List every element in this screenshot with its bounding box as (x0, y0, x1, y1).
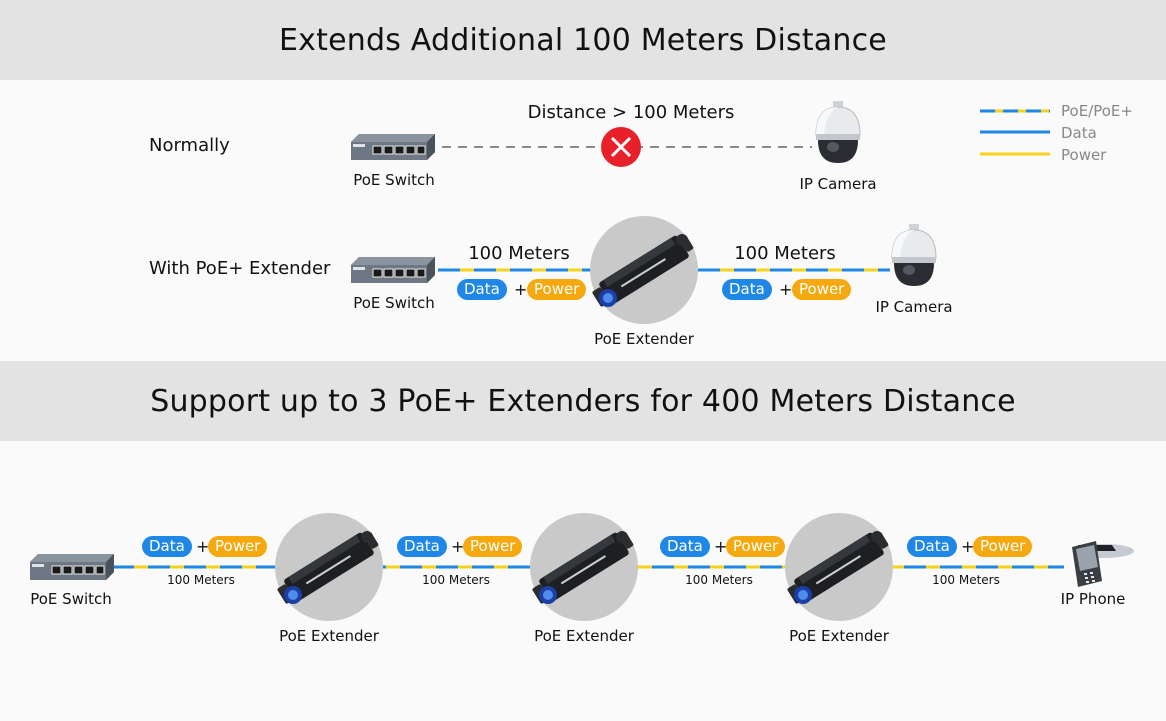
section-header-top: Extends Additional 100 Meters Distance (0, 0, 1166, 80)
normally-row-graphics (350, 100, 861, 167)
poe-switch-icon (29, 553, 115, 581)
row-label-normally: Normally (149, 135, 230, 156)
ip-camera-caption: IP Camera (799, 175, 877, 193)
poe-extender-caption: PoE Extender (534, 627, 634, 645)
power-pill: Power (973, 536, 1033, 557)
section-title-bottom: Support up to 3 PoE+ Extenders for 400 M… (150, 383, 1016, 419)
poe-extender-caption: PoE Extender (594, 330, 694, 348)
section-header-bottom: Support up to 3 PoE+ Extenders for 400 M… (0, 361, 1166, 441)
data-pill: Data (722, 279, 772, 300)
legend-power: Power (1061, 146, 1107, 164)
data-pill: Data (397, 536, 447, 557)
segment-length-caption: 100 Meters (932, 573, 1000, 587)
poe-switch-icon (350, 256, 436, 284)
poe-extender-caption: PoE Extender (789, 627, 889, 645)
legend-lines (980, 109, 1050, 156)
plus-sign: + (514, 280, 528, 299)
poe-extender-icon (588, 215, 699, 325)
segment-length-caption: 100 Meters (734, 243, 836, 264)
segment-length-caption: 100 Meters (422, 573, 490, 587)
plus-sign: + (196, 537, 210, 556)
plus-sign: + (961, 537, 975, 556)
poe-switch-caption: PoE Switch (30, 590, 112, 608)
power-pill: Power (463, 536, 523, 557)
legend-poe: PoE/PoE+ (1061, 102, 1133, 120)
data-pill: Data (660, 536, 710, 557)
ip-camera-icon (815, 100, 861, 164)
plus-sign: + (451, 537, 465, 556)
chain-graphics (29, 512, 1134, 622)
plus-sign: + (714, 537, 728, 556)
data-pill: Data (907, 536, 957, 557)
data-pill: Data (457, 279, 507, 300)
panel-top (0, 80, 1166, 361)
section-title-top: Extends Additional 100 Meters Distance (279, 22, 887, 58)
ip-phone-caption: IP Phone (1060, 590, 1126, 608)
distance-caption: Distance > 100 Meters (527, 102, 735, 123)
power-pill: Power (208, 536, 268, 557)
poe-extender-icon (783, 512, 894, 622)
power-pill: Power (726, 536, 786, 557)
legend-data: Data (1061, 124, 1097, 142)
poe-switch-icon (350, 133, 436, 161)
segment-length-caption: 100 Meters (167, 573, 235, 587)
poe-extender-icon (273, 512, 384, 622)
data-pill: Data (142, 536, 192, 557)
ip-camera-icon (891, 223, 937, 287)
error-x-icon (601, 127, 641, 167)
poe-switch-caption: PoE Switch (353, 171, 435, 189)
ip-camera-caption: IP Camera (875, 298, 953, 316)
power-pill: Power (792, 279, 852, 300)
row-label-with-extender: With PoE+ Extender (149, 258, 331, 279)
poe-extender-icon (528, 512, 639, 622)
plus-sign: + (779, 280, 793, 299)
poe-extender-caption: PoE Extender (279, 627, 379, 645)
segment-length-caption: 100 Meters (468, 243, 570, 264)
power-pill: Power (527, 279, 587, 300)
segment-length-caption: 100 Meters (685, 573, 753, 587)
poe-switch-caption: PoE Switch (353, 294, 435, 312)
ip-phone-icon (1072, 541, 1134, 587)
extender-row-graphics (350, 215, 937, 325)
